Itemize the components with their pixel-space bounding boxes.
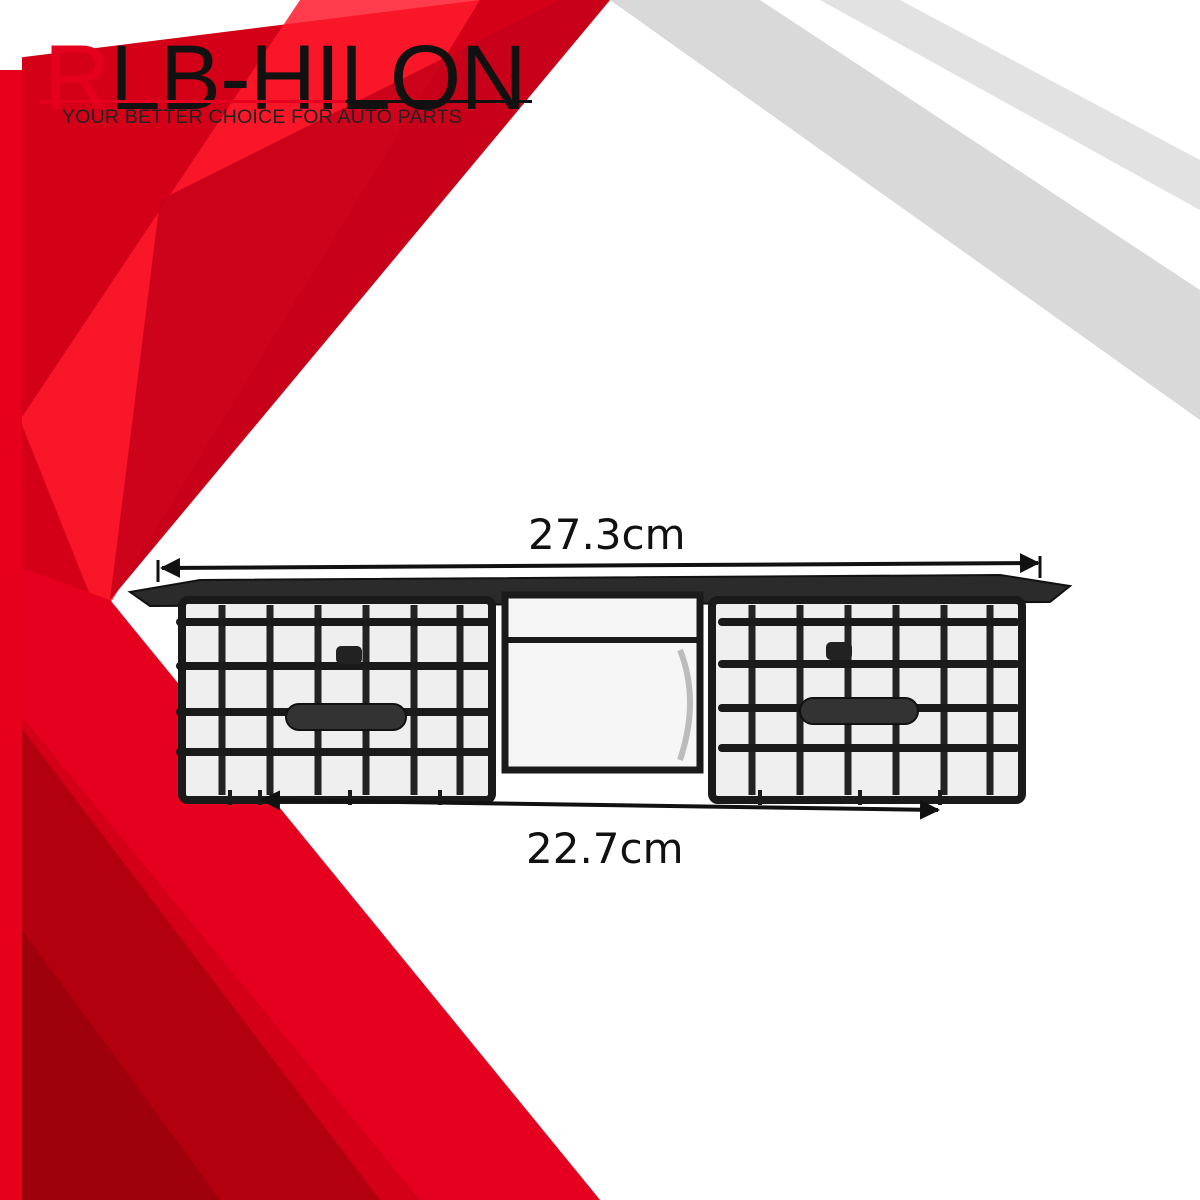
top-dimension-label: 27.3cm xyxy=(528,510,686,559)
brand-name-rest: LB-HILON xyxy=(109,27,526,129)
top-dimension-arrow xyxy=(160,553,1040,578)
brand-name-first-letter: R xyxy=(44,27,110,129)
right-vent-adjust-knob xyxy=(799,697,919,725)
left-vent-vertical-fins xyxy=(218,605,464,795)
brand-logo: RLB-HILON xyxy=(44,30,584,126)
bottom-dimension-arrow xyxy=(260,790,940,820)
left-vent-adjust-knob xyxy=(285,703,407,731)
bottom-dimension-label: 22.7cm xyxy=(526,824,684,873)
brand-underline xyxy=(40,100,532,103)
brand-name: RLB-HILON xyxy=(44,30,584,126)
left-vent-horizontal-slats xyxy=(176,618,492,756)
brand-tagline: YOUR BETTER CHOICE FOR AUTO PARTS xyxy=(62,106,462,128)
